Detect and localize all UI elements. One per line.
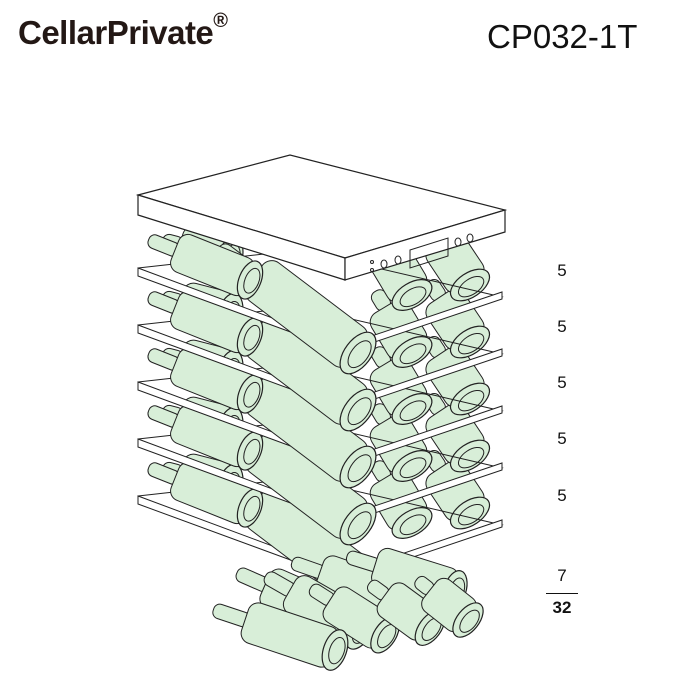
bottle-punt: [243, 324, 261, 351]
bottle-punt: [399, 514, 427, 536]
brand-name: CellarPrivate: [18, 14, 214, 51]
shelf-count-3: 5: [557, 373, 567, 392]
bottle-punt: [399, 457, 427, 479]
bottle: [414, 575, 484, 638]
control-button: [466, 233, 474, 243]
cooling-unit: [135, 154, 508, 281]
bottle-punt: [399, 343, 427, 365]
bottle-punt: [459, 609, 480, 633]
shelf-count-2: 5: [557, 317, 567, 336]
bottle-punt: [243, 381, 261, 408]
bottom-bottles: [212, 547, 484, 671]
bottle-punt: [399, 286, 427, 308]
bottle: [425, 279, 491, 359]
bottle-punt: [243, 267, 261, 294]
bottle-punt: [347, 340, 372, 369]
control-button: [380, 259, 388, 269]
bottle-punt: [347, 454, 372, 483]
control-button: [370, 260, 374, 264]
shelf-count-4: 5: [557, 429, 567, 448]
bottle-punt: [328, 636, 346, 665]
bottle-punt: [399, 400, 427, 422]
control-button: [370, 268, 374, 272]
bottle-punt: [347, 511, 372, 540]
bottle-punt: [457, 503, 485, 526]
display-screen: [409, 237, 449, 269]
registered-mark: ®: [213, 10, 228, 32]
bottle: [308, 583, 400, 654]
control-button: [454, 237, 462, 247]
bottle-punt: [347, 397, 372, 426]
bottle: [212, 602, 349, 671]
bottle-punt: [457, 389, 485, 412]
bottom-count: 7: [557, 566, 567, 585]
bottle-punt: [457, 332, 485, 355]
control-button: [394, 255, 402, 265]
bottle-punt: [243, 495, 261, 522]
bottle: [147, 233, 264, 300]
bottle: [425, 336, 491, 416]
bottle-punt: [243, 438, 261, 465]
shelf-count-5: 5: [557, 486, 567, 505]
bottle: [147, 347, 264, 414]
shelf-count-1: 5: [557, 261, 567, 280]
bottle-punt: [457, 275, 485, 298]
brand-logo: CellarPrivate®: [18, 10, 228, 52]
shelf-2: [137, 279, 504, 432]
bottle-punt: [457, 446, 485, 469]
bottle: [147, 290, 264, 357]
model-number: CP032-1T: [487, 18, 638, 55]
sum-divider: [546, 593, 578, 594]
total-count: 32: [552, 598, 572, 617]
bottle: [369, 403, 433, 482]
